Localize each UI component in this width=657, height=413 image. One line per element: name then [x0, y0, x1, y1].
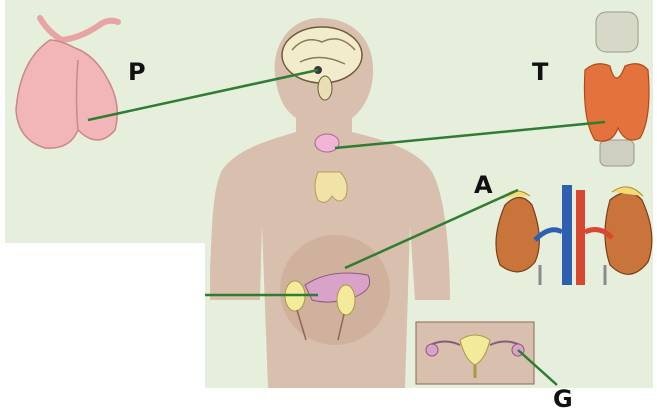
- gonads-inset: [416, 322, 534, 384]
- label-t: T: [532, 60, 548, 84]
- thymus: [315, 172, 347, 202]
- label-a: A: [474, 173, 493, 197]
- label-g: G: [553, 387, 573, 411]
- label-p: P: [128, 60, 146, 84]
- kidney-right-small: [337, 285, 355, 315]
- brain-stem: [318, 76, 332, 100]
- thyroid-small: [315, 134, 339, 152]
